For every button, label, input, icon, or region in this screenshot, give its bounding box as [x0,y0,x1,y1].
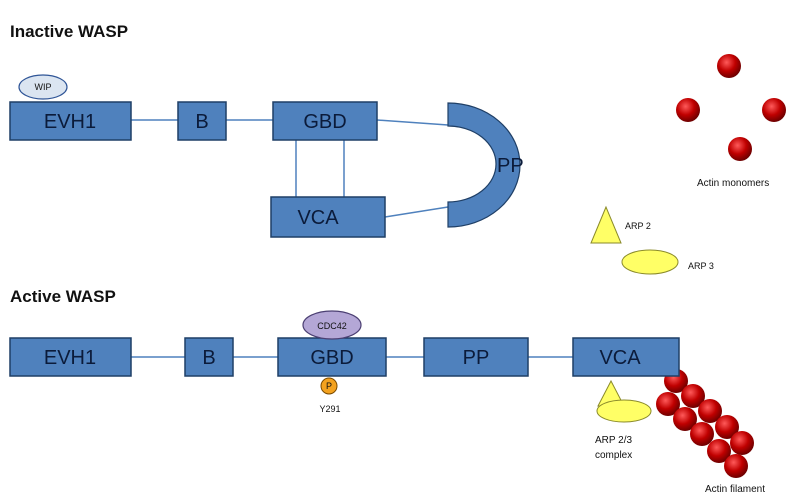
arp2-triangle [590,205,622,244]
active-wasp-title: Active WASP [10,287,116,306]
actin-filament-subunit [690,422,714,446]
active-vca-box [572,337,680,377]
active-gbd-label: GBD [310,347,353,369]
inactive-gbd-label: GBD [303,111,346,133]
actin-filament-subunit [724,454,748,478]
cdc42-label: CDC42 [317,321,347,331]
actin-monomer [717,54,741,78]
actin-filament-subunit [698,399,722,423]
actin-filament-subunit [656,392,680,416]
actin-filament [656,369,754,478]
inactive-wasp-title: Inactive WASP [10,22,128,41]
actin-filament-subunit [673,407,697,431]
arp23-label-line2: complex [595,450,632,461]
actin-monomer [676,98,700,122]
arp3-oval [621,249,679,275]
inactive-vca-box [270,196,386,238]
active-vca-label: VCA [599,347,641,369]
actin-monomer [728,137,752,161]
active-evh1-box [9,337,132,377]
actin-filament-subunit [715,415,739,439]
active-pp-label: PP [463,347,490,369]
cdc42-oval [302,310,362,340]
actin-filament-subunit [681,384,705,408]
actin-monomers-label: Actin monomers [697,178,769,189]
inactive-vca-label: VCA [297,207,339,229]
actin-monomer [762,98,786,122]
inactive-pp-label: PP [497,155,524,177]
active-evh1-label: EVH1 [44,347,96,369]
arp2-label: ARP 2 [625,221,651,231]
inactive-b-label: B [195,111,208,133]
phospho-circle [320,377,338,395]
wip-label: WIP [35,82,52,92]
active-b-box [184,337,234,377]
arp23-label-line1: ARP 2/3 [595,435,632,446]
inactive-pp-arc [447,102,521,228]
arp23-oval [596,399,652,423]
inactive-evh1-label: EVH1 [44,111,96,133]
arp3-label: ARP 3 [688,261,714,271]
y291-label: Y291 [319,404,340,414]
inactive-evh1-box [9,101,132,141]
inactive-connectors [131,119,449,218]
phospho-label: P [326,381,332,391]
actin-filament-label: Actin filament [705,484,765,495]
actin-filament-subunit [730,431,754,455]
inactive-b-box [177,101,227,141]
active-b-label: B [202,347,215,369]
wip-oval [18,74,68,100]
active-pp-box [423,337,529,377]
actin-filament-subunit [707,439,731,463]
inactive-gbd-box [272,101,378,141]
